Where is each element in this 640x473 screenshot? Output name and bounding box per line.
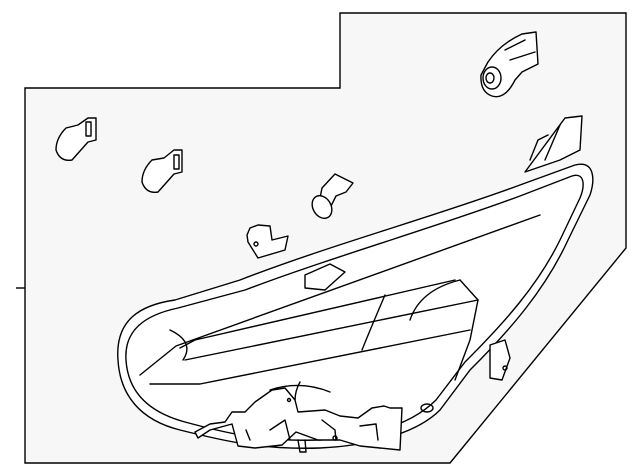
bulb-2 — [141, 149, 183, 193]
bulb-socket — [480, 31, 539, 98]
mounting-bracket — [194, 387, 403, 451]
bulb-1 — [55, 117, 97, 161]
bulb-3 — [311, 173, 354, 220]
